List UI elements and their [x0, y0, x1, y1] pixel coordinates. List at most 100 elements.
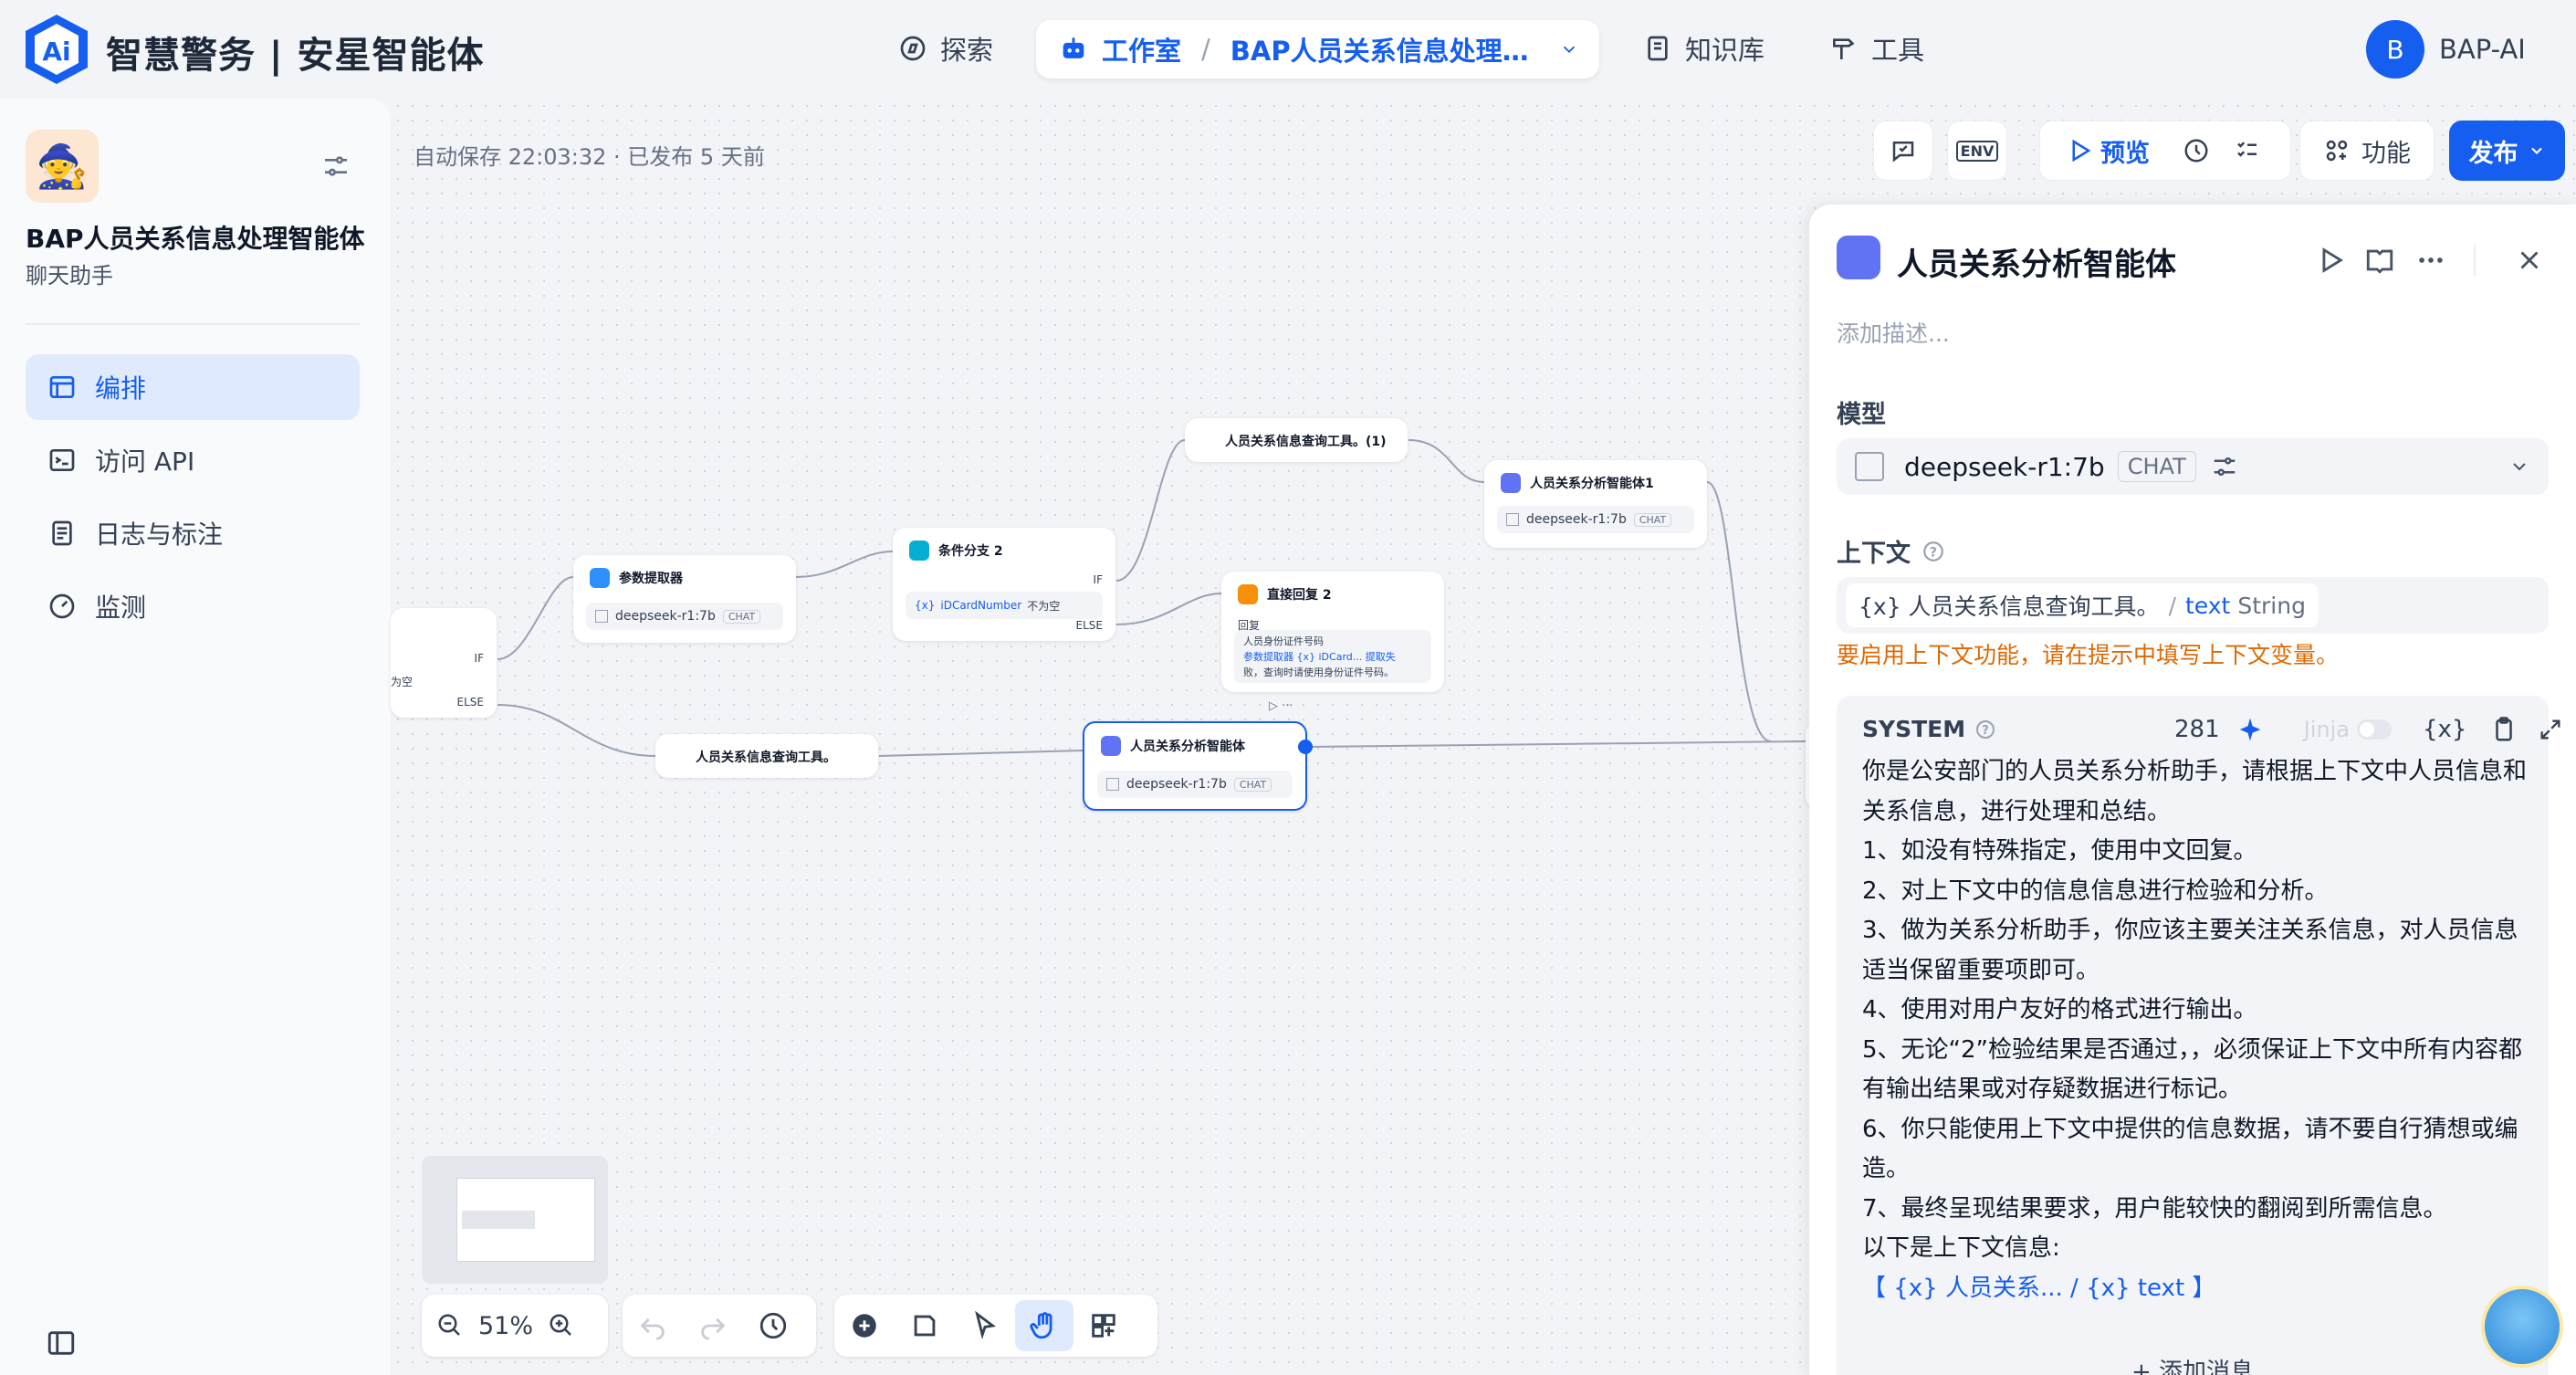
robot-icon	[1063, 37, 1084, 58]
zoom-out-icon[interactable]	[436, 1312, 464, 1339]
undo-icon[interactable]	[637, 1310, 668, 1341]
prompt-line: 5、无论“2”检验结果是否通过，，必须保证上下文中所有内容都有输出结果或对存疑数…	[1862, 1035, 2523, 1104]
jinja-label: Jinja	[2303, 717, 2350, 742]
log-icon	[52, 520, 72, 546]
model-selector[interactable]: deepseek-r1:7b CHAT	[1837, 438, 2549, 495]
system-prompt-text[interactable]: 你是公安部门的人员关系分析助手，请根据上下文中人员信息和关系信息，进行处理和总结…	[1862, 752, 2529, 1308]
book-open-icon[interactable]	[2364, 245, 2395, 276]
svg-text:?: ?	[1930, 545, 1937, 560]
branch-icon	[909, 541, 929, 561]
model-label: 模型	[1837, 401, 1886, 429]
chevron-down-icon[interactable]	[2508, 456, 2530, 478]
nav-tools[interactable]: 工具	[1829, 20, 1924, 77]
sidebar-item-orchestrate[interactable]: 编排	[26, 354, 360, 420]
layout-icon	[49, 376, 75, 398]
help-icon[interactable]: ?	[1922, 540, 1945, 563]
help-icon[interactable]: ?	[1974, 719, 1996, 740]
nav-studio-label[interactable]: 工作室	[1102, 36, 1182, 67]
assistant-widget-icon[interactable]	[2481, 1286, 2563, 1368]
node-query-tool[interactable]: 人员关系信息查询工具。	[655, 734, 878, 778]
avatar[interactable]: B	[2366, 20, 2424, 79]
reply-icon	[1238, 584, 1258, 604]
image-icon	[595, 610, 608, 623]
system-prompt-editor[interactable]: SYSTEM ? 281 Jinja {x} 你是公安部门的人员关系分析助手，请…	[1837, 696, 2560, 1375]
node-title-label: 人员关系信息查询工具。	[696, 750, 836, 765]
sidebar-item-monitor[interactable]: 监测	[26, 573, 360, 639]
context-label: 上下文	[1837, 540, 1911, 568]
add-next-node-handle[interactable]	[1298, 740, 1313, 754]
preview-button[interactable]: 预览	[2100, 139, 2150, 168]
reply-line: 人员身份证件号码	[1243, 635, 1324, 647]
description-input[interactable]: 添加描述...	[1837, 320, 1950, 347]
settings-sliders-icon[interactable]	[321, 152, 351, 181]
insert-variable-icon[interactable]: {x}	[2422, 716, 2467, 743]
reply-label: 回复	[1238, 619, 1261, 632]
brand-name: 智慧警务 | 安星智能体	[106, 35, 485, 77]
close-icon[interactable]	[2514, 245, 2545, 276]
agent-icon	[1101, 736, 1121, 756]
pointer-icon[interactable]	[969, 1310, 1000, 1341]
context-variable-tag[interactable]: {x} 人员关系信息查询工具。 / text String	[1846, 583, 2319, 627]
autosave-status: 自动保存 22:03:32 · 已发布 5 天前	[414, 144, 765, 170]
branch-else-label: ELSE	[1075, 619, 1103, 632]
more-icon[interactable]	[2415, 245, 2446, 276]
env-icon: ENV	[1955, 140, 1999, 162]
sidebar-collapse-icon[interactable]	[46, 1328, 77, 1359]
chevron-down-icon[interactable]	[1559, 39, 1579, 59]
node-mini-actions[interactable]: ▷ ···	[1269, 699, 1293, 713]
checklist-icon[interactable]	[2234, 137, 2261, 164]
sparkle-icon[interactable]	[2236, 716, 2264, 743]
node-title-label: 人员关系分析智能体	[1130, 740, 1245, 754]
zoom-in-icon[interactable]	[548, 1312, 575, 1339]
context-variable: {x} 人员关系信息查询工具。	[1859, 593, 2160, 620]
publish-button[interactable]: 发布	[2449, 121, 2565, 181]
node-branch-partial[interactable]: IF 为空 ELSE	[391, 608, 497, 718]
env-button[interactable]: ENV	[1947, 121, 2007, 181]
minimap[interactable]	[422, 1156, 608, 1284]
sidebar-item-api[interactable]: 访问 API	[26, 427, 360, 493]
image-icon	[1106, 778, 1119, 791]
history-icon[interactable]	[758, 1310, 789, 1341]
sidebar-item-logs[interactable]: 日志与标注	[26, 500, 360, 566]
nav-knowledge-label: 知识库	[1685, 35, 1765, 66]
clipboard-icon[interactable]	[2490, 716, 2518, 743]
history-run-icon[interactable]	[2183, 137, 2210, 164]
sidebar-item-label: 监测	[95, 593, 147, 623]
apps-icon	[2326, 140, 2348, 162]
nav-knowledge[interactable]: 知识库	[1643, 20, 1764, 77]
play-icon[interactable]	[2066, 137, 2093, 164]
add-node-icon[interactable]	[849, 1310, 880, 1341]
branch-operator: 不为空	[1027, 599, 1061, 613]
run-node-icon[interactable]	[2315, 245, 2346, 276]
hand-tool-button[interactable]	[1015, 1300, 1073, 1351]
preview-group: 预览	[2039, 121, 2291, 181]
features-button[interactable]: 功能	[2299, 121, 2435, 181]
context-variable-selector[interactable]: {x} 人员关系信息查询工具。 / text String	[1837, 577, 2549, 634]
jinja-toggle[interactable]	[2356, 719, 2392, 740]
expand-icon[interactable]	[2538, 717, 2563, 742]
nav-studio-breadcrumb[interactable]: 工作室 / BAP人员关系信息处理智...	[1036, 20, 1599, 79]
user-menu[interactable]: B BAP-AI	[2366, 20, 2526, 79]
add-message-button[interactable]: + 添加消息	[1837, 1340, 2549, 1375]
node-direct-reply-2[interactable]: 直接回复 2 回复 人员身份证件号码 参数提取器 {x} iDCard... 提…	[1221, 572, 1444, 692]
prompt-line: 7、最终呈现结果要求，用户能较快的翻阅到所需信息。	[1862, 1194, 2447, 1223]
checklist-button[interactable]	[1873, 121, 1933, 181]
node-title: 人员关系分析智能体	[1101, 736, 1245, 756]
model-params-icon[interactable]	[2211, 453, 2238, 480]
node-query-tool-1[interactable]: 人员关系信息查询工具。(1)	[1185, 418, 1408, 462]
redo-icon[interactable]	[697, 1310, 728, 1341]
breadcrumb-app-name[interactable]: BAP人员关系信息处理智...	[1230, 36, 1532, 67]
layout-organize-icon[interactable]	[1088, 1310, 1119, 1341]
brand-logo[interactable]: Ai	[24, 13, 89, 86]
panel-title[interactable]: 人员关系分析智能体	[1897, 247, 2176, 283]
prompt-context-reference[interactable]: 【 {x} 人员关系... / {x} text 】	[1862, 1274, 2216, 1302]
nav-explore[interactable]: 探索	[898, 20, 993, 77]
zoom-level[interactable]: 51%	[478, 1311, 534, 1340]
add-note-icon[interactable]	[909, 1310, 940, 1341]
